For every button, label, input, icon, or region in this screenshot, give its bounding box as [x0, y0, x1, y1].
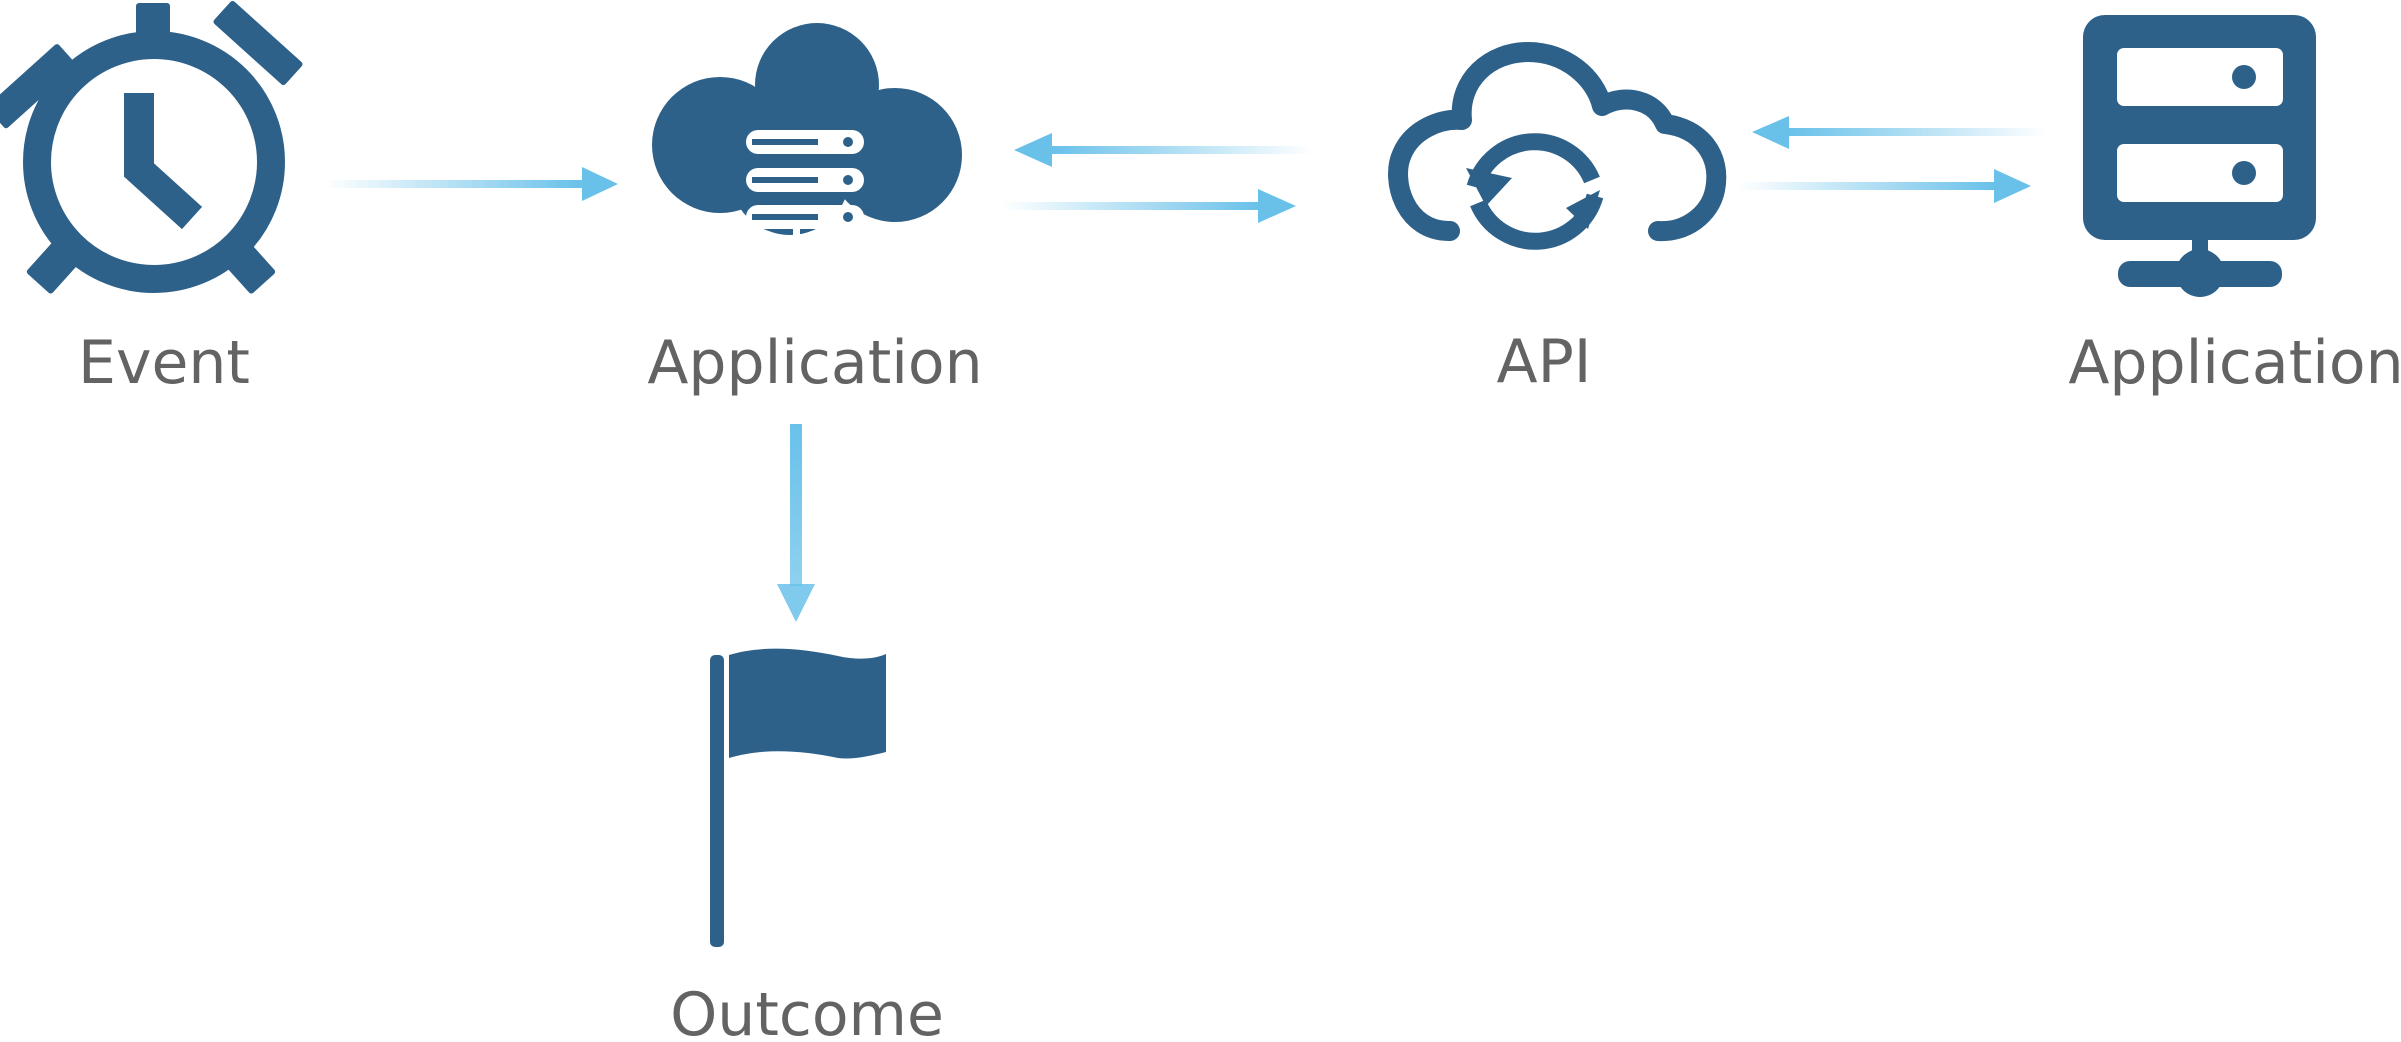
cloud-sync-icon [1388, 42, 1727, 250]
node-label-application-right: Application [2068, 328, 2401, 398]
node-label-event: Event [78, 328, 250, 398]
arrow-application-to-outcome [777, 424, 815, 622]
server-icon [2083, 15, 2316, 297]
cloud-server-icon [652, 23, 962, 264]
node-label-outcome: Outcome [670, 980, 944, 1042]
flag-icon [710, 648, 886, 947]
arrow-application-left-to-api [1002, 189, 1296, 223]
arrow-application-right-to-api [1752, 116, 2046, 149]
node-label-application-left: Application [647, 328, 982, 398]
arrow-api-to-application-left [1014, 133, 1312, 167]
arrow-api-to-application-right [1738, 169, 2031, 203]
node-label-api: API [1497, 327, 1592, 397]
arrow-event-to-application [324, 167, 618, 201]
alarm-clock-icon [0, 0, 303, 294]
